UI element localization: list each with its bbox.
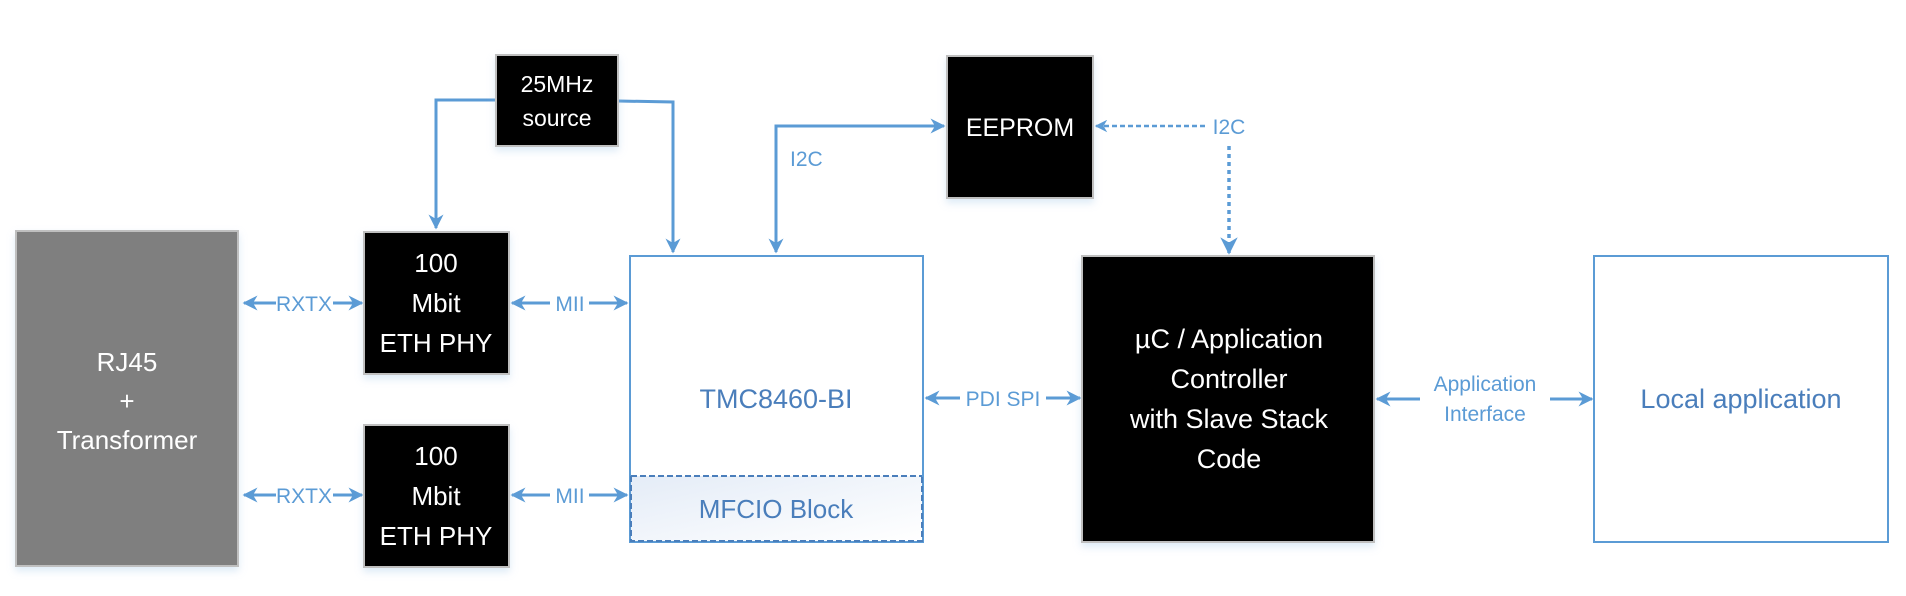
mfcio-label: MFCIO Block — [699, 494, 855, 524]
tmc-eeprom-i2c-line — [768, 118, 946, 254]
clock-to-phy1-line — [428, 98, 496, 230]
phy1-label-line1: 100 — [414, 248, 457, 278]
eeprom-block[interactable]: EEPROM — [946, 55, 1094, 199]
eth-phy-2-block[interactable]: 100 Mbit ETH PHY — [363, 424, 510, 568]
controller-block[interactable]: µC / Application Controller with Slave S… — [1081, 255, 1375, 543]
i2c-tmc-label: I2C — [790, 148, 823, 171]
app-interface-label-line2: Interface — [1444, 403, 1526, 426]
phy1-label-line2: Mbit — [411, 288, 461, 318]
clock-source-block[interactable]: 25MHz source — [495, 54, 619, 147]
app-interface-label-line1: Application — [1434, 373, 1537, 396]
mfcio-block-fill — [631, 476, 922, 541]
mii2-label: MII — [555, 485, 584, 508]
phy2-label-line3: ETH PHY — [380, 521, 493, 551]
local-app-label: Local application — [1640, 384, 1841, 414]
pdi-spi-label: PDI SPI — [966, 388, 1041, 411]
rxtx2-label: RXTX — [276, 485, 332, 508]
phy2-label-line1: 100 — [414, 441, 457, 471]
i2c-controller-label: I2C — [1213, 116, 1246, 139]
phy1-label-line3: ETH PHY — [380, 328, 493, 358]
rj45-label-line1: RJ45 — [97, 347, 158, 377]
rj45-label-line2: + — [119, 386, 134, 416]
eth-phy-1-block[interactable]: 100 Mbit ETH PHY — [363, 231, 510, 375]
clock-label-line2: source — [522, 105, 591, 131]
controller-label-line2: Controller — [1170, 364, 1287, 394]
clock-to-tmc-line — [617, 99, 681, 254]
rj45-transformer-block[interactable]: RJ45 + Transformer — [15, 230, 239, 567]
controller-label-line1: µC / Application — [1135, 324, 1323, 354]
controller-label-line3: with Slave Stack — [1129, 404, 1329, 434]
controller-label-line4: Code — [1197, 444, 1262, 474]
connectors — [242, 98, 1594, 503]
rj45-label-line3: Transformer — [57, 425, 198, 455]
rxtx1-label: RXTX — [276, 293, 332, 316]
local-application-block[interactable]: Local application — [1593, 255, 1889, 543]
phy2-label-line2: Mbit — [411, 481, 461, 511]
mii1-label: MII — [555, 293, 584, 316]
clock-label-line1: 25MHz — [521, 71, 594, 97]
eeprom-label: EEPROM — [966, 114, 1074, 142]
connection-labels: RXTX RXTX MII MII I2C I2C PDI SPI Applic… — [276, 116, 1536, 508]
tmc-label: TMC8460-BI — [699, 384, 852, 414]
mfcio-border — [630, 476, 923, 542]
tmc8460-block[interactable]: TMC8460-BI MFCIO Block — [629, 255, 924, 543]
